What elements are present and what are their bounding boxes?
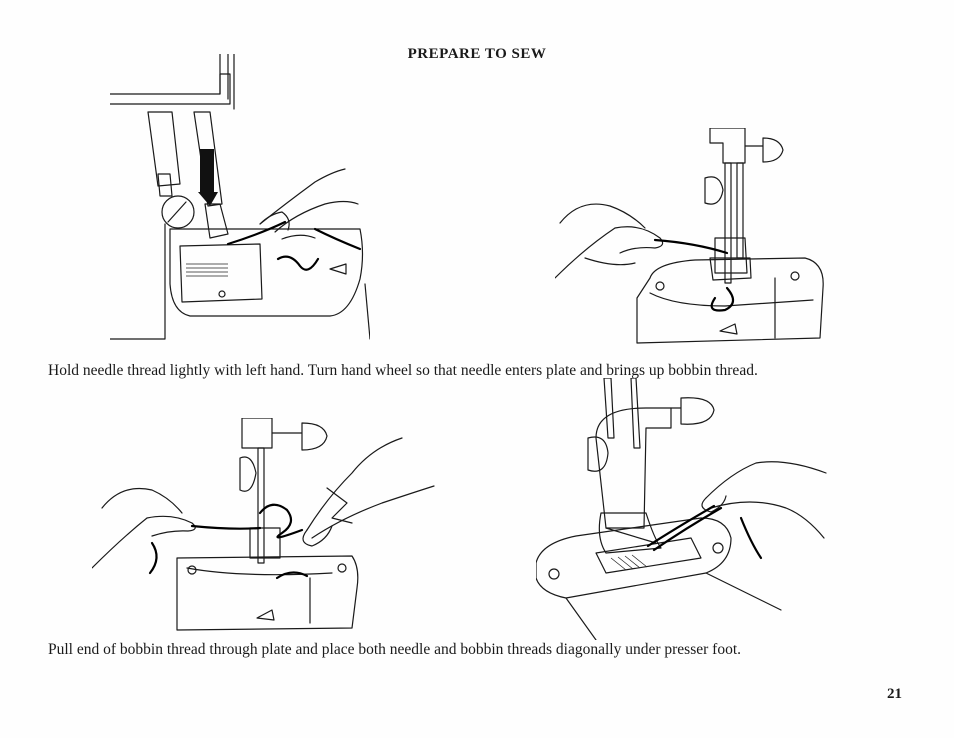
instruction-paragraph-2: Pull end of bobbin thread through plate … — [48, 641, 742, 658]
pulling-bobbin-thread-illustration — [92, 418, 437, 633]
threads-under-presser-foot-illustration — [536, 378, 831, 640]
holding-needle-thread-illustration — [555, 128, 827, 348]
page-number: 21 — [887, 686, 902, 702]
page-title: PREPARE TO SEW — [407, 46, 547, 62]
needle-entering-plate-illustration — [110, 54, 370, 344]
instruction-paragraph-1: Hold needle thread lightly with left han… — [48, 362, 758, 379]
